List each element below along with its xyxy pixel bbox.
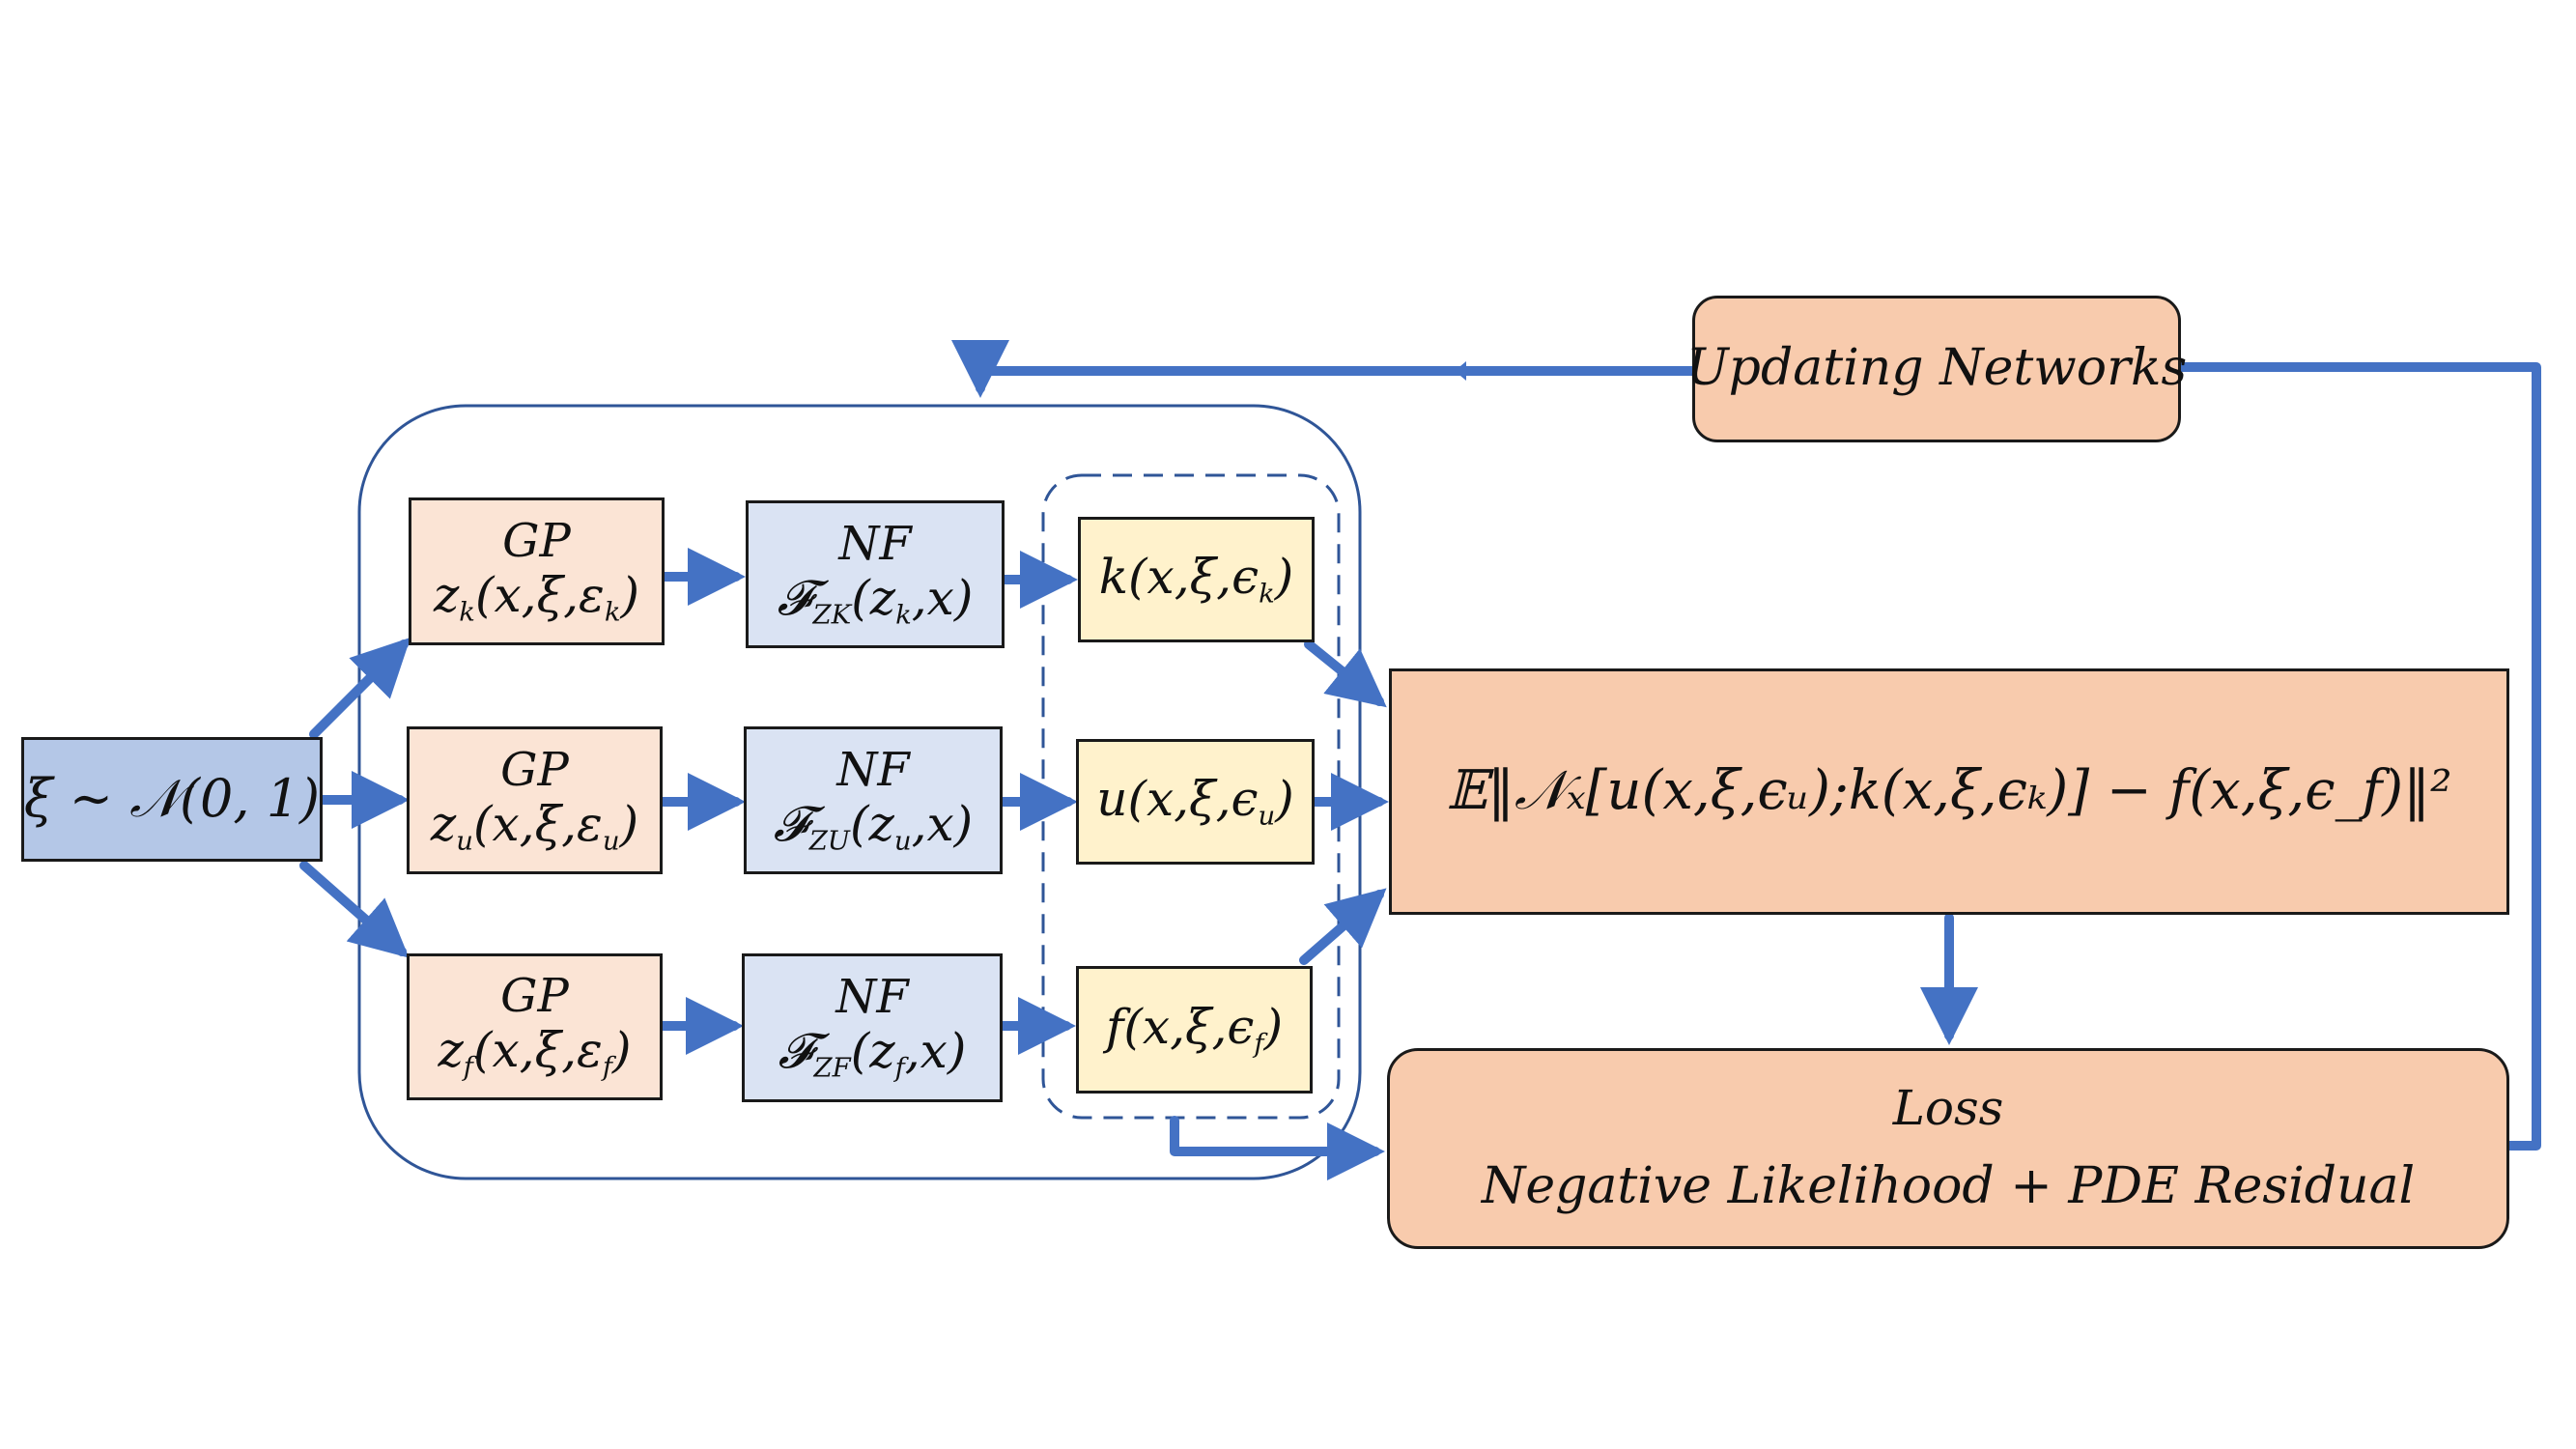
nf-formula-f: 𝓕ZF(zf,x) bbox=[778, 1023, 967, 1085]
arrow-source-to-gp-f bbox=[299, 861, 410, 958]
output-formula-u: u(x,ξ,ϵu) bbox=[1096, 770, 1294, 832]
feedback-loss-to-update bbox=[2176, 362, 2541, 1151]
nf-title: NF bbox=[836, 742, 910, 797]
nf-box-k: NF 𝓕ZK(zk,x) bbox=[746, 500, 1005, 648]
gp-title: GP bbox=[502, 513, 571, 568]
arrow-k-to-expectation bbox=[1304, 639, 1387, 708]
gp-box-k: GP zk(x,ξ,εk) bbox=[409, 497, 665, 645]
source-distribution-box: ξ ∼ 𝒩(0, 1) bbox=[21, 737, 323, 862]
loss-title: Loss bbox=[1892, 1080, 2004, 1137]
loss-terms: Negative Likelihood + PDE Residual bbox=[1481, 1156, 2416, 1215]
nf-box-f: NF 𝓕ZF(zf,x) bbox=[742, 953, 1003, 1102]
gp-box-u: GP zu(x,ξ,εu) bbox=[407, 726, 663, 874]
arrow-group-to-loss bbox=[1170, 1116, 1385, 1180]
output-formula-k: k(x,ξ,ϵk) bbox=[1098, 548, 1294, 610]
loss-box: Loss Negative Likelihood + PDE Residual bbox=[1387, 1048, 2509, 1249]
update-label: Updating Networks bbox=[1685, 339, 2188, 398]
nf-formula-k: 𝓕ZK(zk,x) bbox=[777, 569, 974, 631]
expectation-box: 𝔼‖𝒩ₓ[u(x,ξ,ϵᵤ);k(x,ξ,ϵₖ)] − f(x,ξ,ϵ_f)‖² bbox=[1389, 668, 2509, 915]
output-formula-f: f(x,ξ,ϵf) bbox=[1105, 998, 1284, 1060]
expectation-formula: 𝔼‖𝒩ₓ[u(x,ξ,ϵᵤ);k(x,ξ,ϵₖ)] − f(x,ξ,ϵ_f)‖² bbox=[1446, 759, 2452, 823]
gp-box-f: GP zf(x,ξ,εf) bbox=[407, 953, 663, 1100]
arrow-source-to-gp-k bbox=[309, 637, 411, 739]
gp-formula-f: zf(x,ξ,εf) bbox=[438, 1022, 632, 1084]
output-box-u: u(x,ξ,ϵu) bbox=[1076, 739, 1315, 865]
gp-title: GP bbox=[500, 969, 569, 1024]
gp-formula-k: zk(x,ξ,εk) bbox=[433, 566, 640, 628]
nf-title: NF bbox=[835, 970, 909, 1025]
update-box: Updating Networks bbox=[1686, 296, 2187, 442]
source-label: ξ ∼ 𝒩(0, 1) bbox=[23, 768, 321, 830]
nf-title: NF bbox=[838, 516, 912, 571]
arrow-f-to-expectation bbox=[1299, 888, 1387, 965]
feedback-direction-marker bbox=[1455, 361, 1466, 381]
gp-formula-u: zu(x,ξ,εu) bbox=[430, 795, 639, 857]
nf-box-u: NF 𝓕ZU(zu,x) bbox=[744, 726, 1003, 874]
gp-title: GP bbox=[500, 742, 569, 797]
output-box-f: f(x,ξ,ϵf) bbox=[1076, 966, 1313, 1094]
nf-formula-u: 𝓕ZU(zu,x) bbox=[773, 795, 974, 857]
feedback-update-to-model bbox=[951, 340, 1697, 398]
output-box-k: k(x,ξ,ϵk) bbox=[1078, 517, 1315, 642]
